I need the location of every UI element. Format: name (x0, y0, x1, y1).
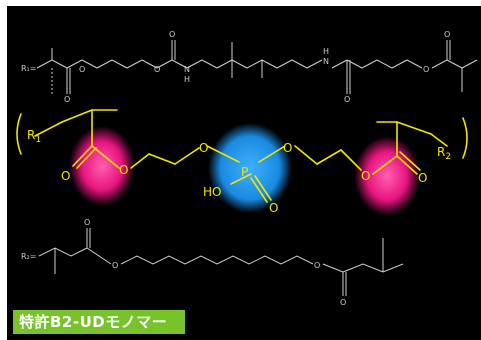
top-h2: H (323, 47, 329, 56)
bottom-molecule-labels: R₂= O O O O (21, 218, 346, 307)
mid-o-left-ester: O (119, 163, 128, 177)
bottom-o-ester-right: O (314, 261, 320, 270)
mid-o-p-double: O (269, 201, 278, 215)
top-o-carbonyl4: O (444, 30, 450, 39)
bottom-molecule (38, 228, 404, 296)
top-r-label: R₁= (21, 64, 36, 73)
patent-caption-badge: 特許B2-UDモノマー (13, 310, 185, 334)
glow-blobs (69, 123, 420, 216)
center-blue-blob (208, 123, 292, 213)
mid-r1-label: R1 (27, 128, 41, 145)
top-o-ester2: O (154, 65, 160, 74)
top-o-carbonyl2: O (169, 30, 175, 39)
mid-o-p-right: O (283, 141, 292, 155)
bottom-o-ester-left: O (112, 261, 118, 270)
mid-p: P (241, 165, 248, 179)
top-n1: N (184, 65, 190, 74)
top-o-ester3: O (423, 65, 429, 74)
top-o-carbonyl3: O (344, 95, 350, 104)
top-n2: N (323, 57, 329, 66)
chemical-structure-svg: R₁= O O O O N H N H O O O (16, 30, 478, 307)
diagram-panel: R₁= O O O O N H N H O O O (7, 6, 481, 340)
top-molecule (36, 40, 478, 96)
bottom-o-carbonyl-right: O (340, 298, 346, 307)
bottom-o-carbonyl-left: O (84, 218, 90, 227)
middle-molecule (16, 109, 468, 203)
mid-o-p-left: O (199, 141, 208, 155)
middle-molecule-labels: R1 O O O P HO O O O O R2 (27, 128, 451, 215)
top-molecule-labels: R₁= O O O O N H N H O O O (21, 30, 450, 104)
mid-o-right-carbonyl: O (418, 171, 427, 185)
mid-o-left-carbonyl: O (61, 169, 70, 183)
left-pink-blob (69, 126, 135, 206)
top-h1: H (184, 75, 190, 84)
top-o-ester1: O (79, 65, 85, 74)
mid-ho: HO (203, 185, 221, 199)
bottom-r-label: R₂= (21, 252, 36, 261)
top-o-carbonyl1: O (64, 95, 70, 104)
mid-o-right-ester: O (361, 169, 370, 183)
mid-r2-label: R2 (437, 145, 451, 162)
